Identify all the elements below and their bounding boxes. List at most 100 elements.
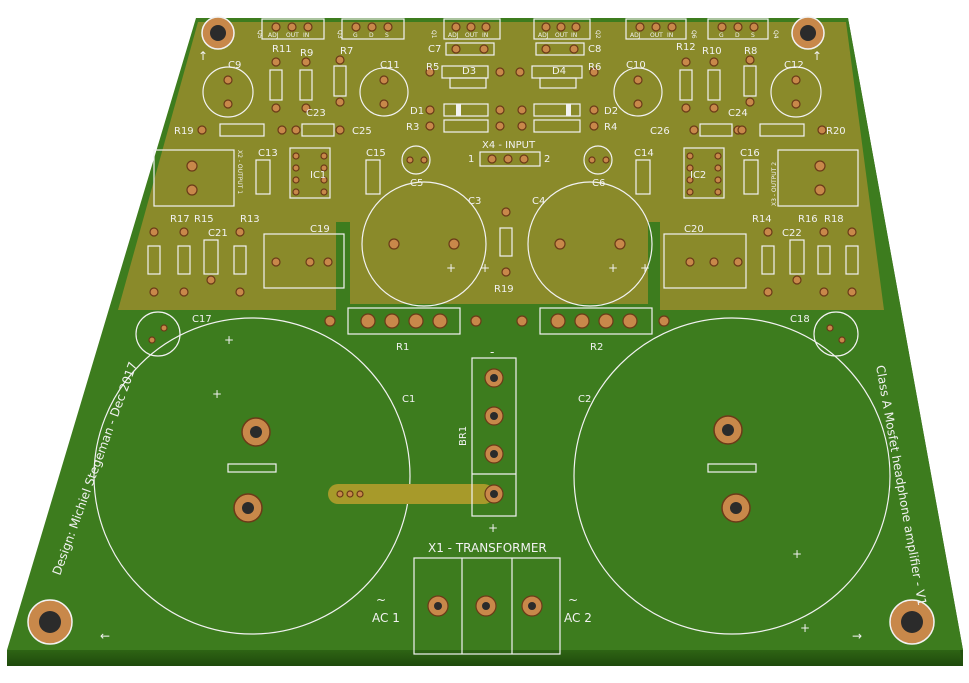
capacitor-c11: C11 — [359, 60, 409, 117]
svg-text:ADJ: ADJ — [268, 32, 279, 39]
svg-text:C25: C25 — [352, 126, 372, 137]
svg-text:R15: R15 — [194, 214, 214, 225]
svg-text:R17: R17 — [170, 214, 190, 225]
mounting-hole-top-right — [791, 16, 825, 50]
svg-text:C13: C13 — [258, 148, 278, 159]
svg-text:D2: D2 — [604, 106, 618, 117]
svg-text:ADJ: ADJ — [448, 32, 459, 39]
arrow-up-right-marker: ↑ — [812, 49, 822, 63]
svg-text:+: + — [224, 333, 234, 347]
resistor-r18: R18 — [824, 214, 859, 297]
capacitor-c23: C23 — [306, 108, 326, 119]
capacitor-c4: C4 + + — [527, 181, 653, 307]
resistor-r8: R8 — [743, 46, 757, 107]
svg-text:OUT: OUT — [650, 32, 663, 39]
svg-text:R9: R9 — [300, 48, 313, 59]
diode-d1: D1 — [410, 103, 505, 117]
svg-text:+: + — [480, 261, 490, 275]
svg-text:R6: R6 — [588, 62, 601, 73]
svg-text:ADJ: ADJ — [630, 32, 641, 39]
resistor-r3: R3 — [406, 119, 505, 133]
svg-text:C22: C22 — [782, 228, 802, 239]
svg-text:X4 - INPUT: X4 - INPUT — [482, 140, 536, 151]
svg-text:C8: C8 — [588, 44, 601, 55]
capacitor-c16: C16 — [740, 148, 760, 195]
arrow-up-left-marker: ↑ — [198, 49, 208, 63]
capacitor-c18: C18 — [790, 311, 859, 357]
svg-text:C21: C21 — [208, 228, 228, 239]
svg-text:G: G — [719, 32, 724, 39]
svg-text:ADJ: ADJ — [538, 32, 549, 39]
capacitor-c14: C14 — [634, 148, 654, 195]
svg-text:R7: R7 — [340, 46, 353, 57]
regulator-q6: ADJ OUT IN Q6 — [625, 18, 697, 40]
svg-text:R18: R18 — [824, 214, 844, 225]
svg-text:C6: C6 — [592, 178, 605, 189]
svg-text:D4: D4 — [552, 66, 566, 77]
svg-text:AC 1: AC 1 — [372, 611, 400, 625]
regulator-q5: ADJ OUT IN Q5 — [256, 18, 325, 40]
resistor-r13: R13 — [233, 214, 260, 297]
transistor-q4: G D S Q4 — [707, 18, 779, 40]
capacitor-c21: C21 — [203, 228, 228, 285]
svg-text:R10: R10 — [702, 46, 722, 57]
resistor-r2: R2 — [516, 307, 670, 353]
arrow-right-marker: → — [852, 629, 862, 643]
svg-text:+: + — [212, 387, 222, 401]
svg-text:R12: R12 — [676, 42, 696, 53]
svg-text:C16: C16 — [740, 148, 760, 159]
svg-text:D3: D3 — [462, 66, 476, 77]
svg-text:IC2: IC2 — [690, 170, 706, 181]
svg-text:R4: R4 — [604, 122, 617, 133]
svg-text:OUT: OUT — [555, 32, 568, 39]
svg-text:IN: IN — [482, 32, 488, 39]
capacitor-c20: C20 — [663, 224, 747, 289]
svg-text:C1: C1 — [402, 394, 415, 405]
mounting-hole-bottom-left — [27, 599, 73, 645]
svg-text:~: ~ — [376, 593, 386, 607]
transistor-q3: G D S Q3 — [336, 18, 405, 40]
svg-text:S: S — [751, 32, 755, 39]
svg-text:BR1: BR1 — [458, 426, 469, 446]
svg-text:C3: C3 — [468, 196, 481, 207]
svg-text:-: - — [490, 345, 494, 359]
mounting-hole-bottom-right — [889, 599, 935, 645]
diode-d3: D3 — [449, 66, 487, 89]
svg-text:D1: D1 — [410, 106, 424, 117]
svg-text:+: + — [608, 261, 618, 275]
resistor-r9: R9 — [299, 48, 313, 113]
svg-text:G: G — [353, 32, 358, 39]
svg-text:C19: C19 — [310, 224, 330, 235]
resistor-r19-center: R19 — [494, 207, 514, 295]
svg-text:C14: C14 — [634, 148, 654, 159]
svg-text:C9: C9 — [228, 60, 241, 71]
capacitor-c24: C24 — [728, 108, 748, 119]
svg-text:C17: C17 — [192, 314, 212, 325]
svg-text:Q6: Q6 — [690, 30, 697, 39]
bridge-rectifier-br1: BR1 - + — [458, 345, 517, 535]
output-connector-x3: X3 - OUTPUT 2 — [771, 149, 859, 207]
capacitor-c10: C10 — [613, 60, 663, 117]
svg-text:IN: IN — [571, 32, 577, 39]
svg-text:C4: C4 — [532, 196, 545, 207]
svg-text:D: D — [735, 32, 740, 39]
board-edge — [7, 650, 963, 666]
capacitor-c12: C12 — [770, 60, 822, 118]
svg-text:R11: R11 — [272, 44, 292, 55]
resistor-r1: R1 — [324, 307, 482, 353]
svg-text:R19: R19 — [174, 126, 194, 137]
diode-d4: D4 — [539, 66, 577, 89]
svg-text:X3 - OUTPUT 2: X3 - OUTPUT 2 — [771, 162, 778, 206]
svg-text:+: + — [446, 261, 456, 275]
svg-text:+: + — [488, 521, 498, 535]
ic1: IC1 — [289, 147, 331, 199]
resistor-r15: R15 — [177, 214, 214, 297]
ic2: IC2 — [683, 147, 725, 199]
regulator-q1: ADJ OUT IN Q1 — [430, 18, 501, 40]
svg-text:+: + — [640, 261, 650, 275]
svg-text:R20: R20 — [826, 126, 846, 137]
svg-text:AC 2: AC 2 — [564, 611, 592, 625]
diode-d2: D2 — [517, 103, 618, 117]
output-connector-x2: X2 - OUTPUT 1 — [153, 149, 243, 207]
